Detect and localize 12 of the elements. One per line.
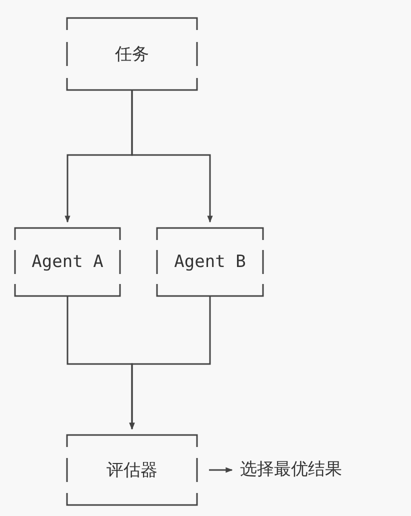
node-label: 任务 xyxy=(114,44,150,66)
evaluator-box xyxy=(67,435,197,505)
task-box xyxy=(67,18,197,90)
connector-arrow xyxy=(209,467,233,473)
connector-arrow xyxy=(131,90,213,223)
agent-box xyxy=(15,228,120,296)
node-label: 评估器 xyxy=(106,460,158,482)
result-label: 选择最优结果 xyxy=(240,458,343,480)
agent-box xyxy=(157,228,263,296)
node-label: Agent A xyxy=(30,252,104,272)
node-label: Agent B xyxy=(173,252,247,272)
connector-arrow xyxy=(129,296,211,430)
